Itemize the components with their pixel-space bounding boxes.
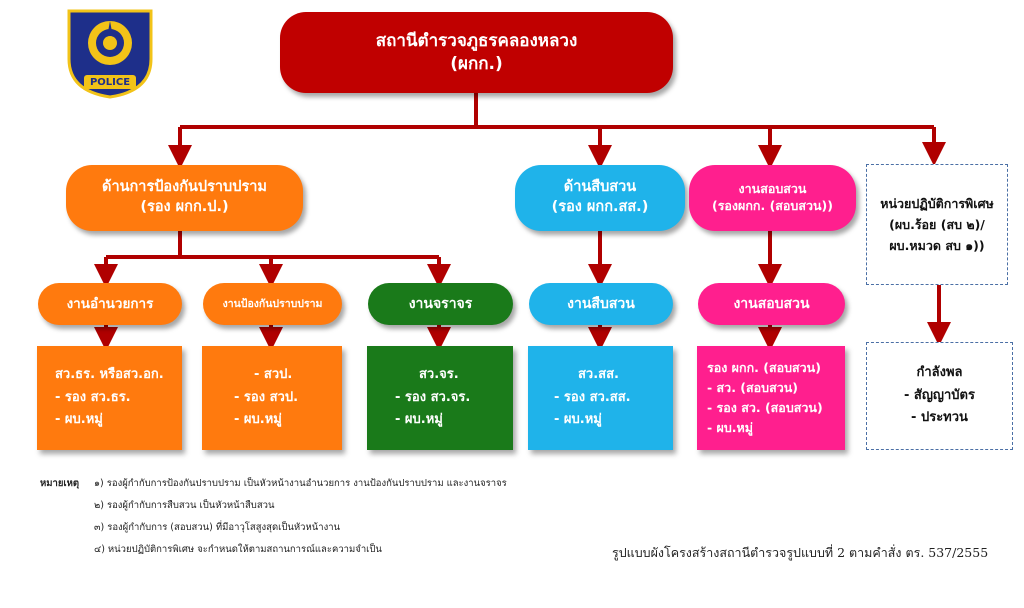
staff-line: สว.ธร. หรือสว.อก. — [55, 366, 164, 382]
notes-section: หมายเหตุ ๑) รองผู้กำกับการป้องกันปราบปรา… — [40, 472, 507, 560]
staff-line: - สวป. — [254, 366, 293, 382]
staff-line: กำลังพล — [916, 364, 963, 380]
inquiry-unit-box: งานสอบสวน — [698, 283, 845, 325]
staff-line: - ผบ.หมู่ — [234, 412, 282, 428]
station-head-box: สถานีตำรวจภูธรคลองหลวง (ผกก.) — [280, 12, 673, 93]
notes-label: หมายเหตุ — [40, 477, 80, 489]
prevent-unit-label: งานป้องกันปราบปราม — [222, 297, 323, 310]
staff-line: - รอง สว.จร. — [395, 389, 471, 405]
staff-line: - ผบ.หมู่ — [395, 412, 443, 428]
note-row: หมายเหตุ ๑) รองผู้กำกับการป้องกันปราบปรา… — [40, 472, 507, 494]
staff-line: - รอง สว.ธร. — [55, 389, 131, 405]
investigation-division-box: ด้านสืบสวน (รอง ผกก.สส.) — [515, 165, 685, 231]
staff-line: สว.สส. — [578, 366, 619, 382]
inquiry-division-title: งานสอบสวน — [738, 181, 807, 197]
note-text: ๔) หน่วยปฏิบัติการพิเศษ จะกำหนดให้ตามสถา… — [94, 543, 382, 555]
admin-unit-label: งานอำนวยการ — [66, 295, 154, 312]
admin-staff-box: สว.ธร. หรือสว.อก. - รอง สว.ธร. - ผบ.หมู่ — [37, 346, 182, 450]
special-unit-role-1: (ผบ.ร้อย (สบ ๒)/ — [889, 216, 985, 232]
inquiry-staff-box: รอง ผกก. (สอบสวน) - สว. (สอบสวน) - รอง ส… — [697, 346, 845, 450]
admin-unit-box: งานอำนวยการ — [38, 283, 182, 325]
investigation-staff-box: สว.สส. - รอง สว.สส. - ผบ.หมู่ — [528, 346, 673, 450]
prevention-division-role: (รอง ผกก.ป.) — [140, 199, 229, 215]
investigation-division-title: ด้านสืบสวน — [563, 179, 637, 196]
staff-line: สว.จร. — [419, 366, 459, 382]
note-row: ๓) รองผู้กำกับการ (สอบสวน) ที่มีอาวุโสสู… — [40, 516, 507, 538]
investigation-division-role: (รอง ผกก.สส.) — [551, 199, 649, 215]
staff-line: - รอง สวป. — [234, 389, 299, 405]
prevent-unit-box: งานป้องกันปราบปราม — [203, 283, 342, 325]
inquiry-unit-label: งานสอบสวน — [733, 295, 810, 312]
traffic-unit-box: งานจราจร — [368, 283, 513, 325]
special-unit-role-2: ผบ.หมวด สบ ๑)) — [889, 238, 985, 254]
note-row: ๔) หน่วยปฏิบัติการพิเศษ จะกำหนดให้ตามสถา… — [40, 538, 507, 560]
prevent-staff-box: - สวป. - รอง สวป. - ผบ.หมู่ — [202, 346, 342, 450]
diagram-caption: รูปแบบผังโครงสร้างสถานีตำรวจรูปแบบที่ 2 … — [612, 545, 989, 560]
investigation-unit-label: งานสืบสวน — [567, 295, 635, 312]
staff-line: - รอง สว.สส. — [554, 389, 631, 405]
traffic-staff-box: สว.จร. - รอง สว.จร. - ผบ.หมู่ — [367, 346, 513, 450]
police-logo: POLICE — [63, 7, 157, 99]
inquiry-division-box: งานสอบสวน (รองผกก. (สอบสวน)) — [689, 165, 856, 231]
note-text: ๑) รองผู้กำกับการป้องกันปราบปราม เป็นหัว… — [94, 477, 507, 489]
prevention-division-title: ด้านการป้องกันปราบปราม — [102, 179, 267, 196]
investigation-unit-box: งานสืบสวน — [529, 283, 673, 325]
staff-line: - สว. (สอบสวน) — [707, 380, 798, 395]
inquiry-division-role: (รองผกก. (สอบสวน)) — [711, 198, 833, 213]
traffic-unit-label: งานจราจร — [408, 295, 473, 312]
station-head-role: (ผกก.) — [450, 53, 503, 74]
staff-line: รอง ผกก. (สอบสวน) — [707, 360, 821, 375]
staff-line: - สัญญาบัตร — [904, 387, 975, 403]
staff-line: - ผบ.หมู่ — [707, 420, 754, 435]
special-unit-title: หน่วยปฏิบัติการพิเศษ — [880, 195, 994, 211]
note-text: ๓) รองผู้กำกับการ (สอบสวน) ที่มีอาวุโสสู… — [94, 521, 341, 533]
staff-line: - ประทวน — [911, 410, 968, 426]
prevention-division-box: ด้านการป้องกันปราบปราม (รอง ผกก.ป.) — [66, 165, 303, 231]
staff-line: - ผบ.หมู่ — [554, 412, 602, 428]
note-row: ๒) รองผู้กำกับการสืบสวน เป็นหัวหน้าสืบสว… — [40, 494, 507, 516]
station-name: สถานีตำรวจภูธรคลองหลวง — [375, 30, 578, 51]
staff-line: - ผบ.หมู่ — [55, 412, 103, 428]
staff-line: - รอง สว. (สอบสวน) — [707, 400, 823, 415]
special-unit-box: หน่วยปฏิบัติการพิเศษ (ผบ.ร้อย (สบ ๒)/ ผบ… — [866, 164, 1008, 285]
logo-text: POLICE — [89, 77, 131, 88]
police-badge-icon — [67, 9, 153, 99]
special-staff-box: กำลังพล - สัญญาบัตร - ประทวน — [866, 342, 1013, 450]
note-text: ๒) รองผู้กำกับการสืบสวน เป็นหัวหน้าสืบสว… — [94, 499, 275, 511]
